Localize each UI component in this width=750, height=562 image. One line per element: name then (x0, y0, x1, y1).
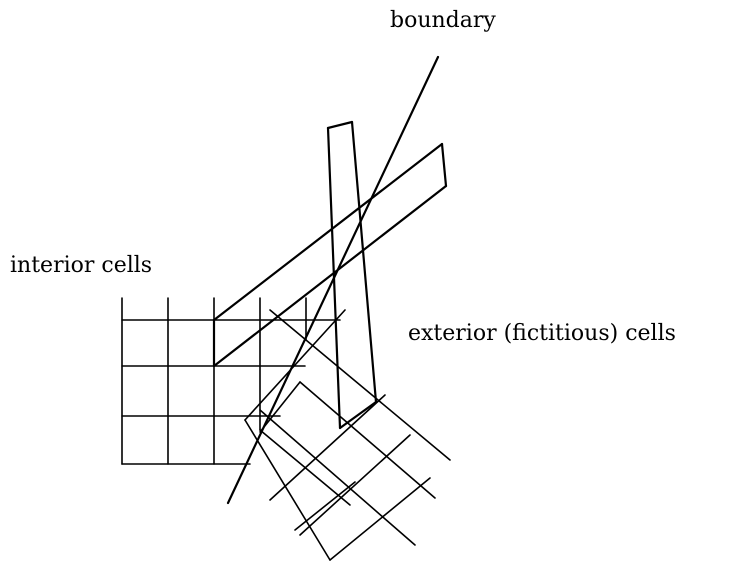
exterior-cell-grid (244, 309, 451, 561)
interior-cell-grid (121, 297, 341, 465)
exterior-grid-line (269, 309, 451, 461)
boundary-label: boundary (390, 8, 496, 33)
exterior-grid-line (299, 381, 436, 499)
boundary-line (226, 55, 440, 505)
exterior-grid-line (329, 477, 431, 561)
interior-cells-label: interior cells (10, 253, 152, 278)
exterior-grid-line (259, 409, 416, 546)
exterior-grid-line (244, 309, 346, 421)
vertical-cell-edge (326, 120, 354, 130)
diagonal-cell-edge (212, 142, 444, 322)
exterior-cells-label: exterior (fictitious) cells (408, 321, 676, 346)
exterior-grid-line (259, 381, 301, 433)
exterior-grid-line (244, 419, 331, 561)
exterior-grid-line (269, 394, 386, 501)
vertical-cell-edge (338, 400, 378, 430)
exterior-grid-line (299, 434, 411, 536)
crossing-cells (212, 120, 448, 430)
diagonal-cell-edge (440, 142, 448, 188)
vertical-cell-edge (350, 120, 378, 404)
exterior-grid-line (294, 481, 356, 531)
diagonal-cell-edge (212, 184, 448, 368)
